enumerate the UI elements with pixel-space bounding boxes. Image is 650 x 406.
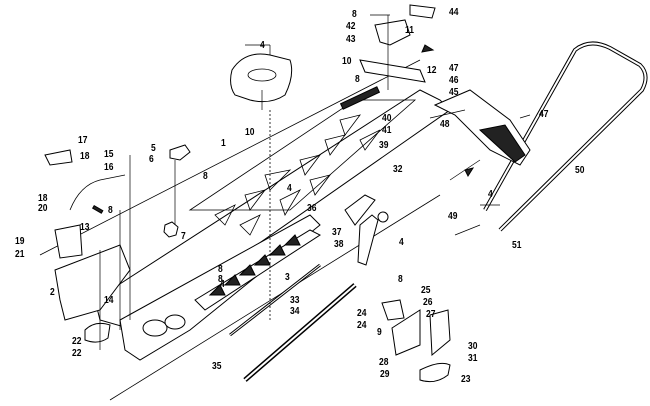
callout-label: 27 bbox=[426, 309, 436, 320]
callout-label: 17 bbox=[78, 135, 88, 146]
callout-label: 50 bbox=[575, 165, 585, 176]
callout-label: 23 bbox=[461, 374, 471, 385]
side-bracket bbox=[344, 194, 389, 266]
callout-label: 37 bbox=[332, 227, 342, 238]
callout-label: 18 bbox=[38, 193, 48, 204]
callout-label: 47 bbox=[539, 109, 549, 120]
callout-label: 32 bbox=[393, 164, 403, 175]
callout-label: 8 bbox=[203, 171, 208, 182]
callout-label: 13 bbox=[80, 222, 90, 233]
callout-label: 1 bbox=[221, 138, 226, 149]
callout-label: 4 bbox=[287, 183, 292, 194]
callout-label: 2 bbox=[50, 287, 55, 298]
callout-label: 41 bbox=[382, 125, 392, 136]
callout-label: 21 bbox=[15, 249, 25, 260]
callout-label: 4 bbox=[488, 189, 493, 200]
callout-label: 35 bbox=[212, 361, 222, 372]
callout-label: 24 bbox=[357, 320, 367, 331]
callout-label: 51 bbox=[512, 240, 522, 251]
callout-label: 16 bbox=[104, 162, 114, 173]
callout-label: 8 bbox=[108, 205, 113, 216]
callout-label: 30 bbox=[468, 341, 478, 352]
callout-label: 8 bbox=[218, 274, 223, 285]
callout-label: 10 bbox=[342, 56, 352, 67]
callout-label: 9 bbox=[377, 327, 382, 338]
tunnel-top-plate bbox=[94, 86, 451, 331]
callout-label: 4 bbox=[260, 40, 265, 51]
callout-label: 43 bbox=[346, 34, 356, 45]
callout-label: 25 bbox=[421, 285, 431, 296]
callout-label: 24 bbox=[357, 308, 367, 319]
rear-bumper bbox=[483, 41, 648, 232]
callout-label: 40 bbox=[382, 113, 392, 124]
callout-label: 34 bbox=[290, 306, 300, 317]
callout-label: 15 bbox=[104, 149, 114, 160]
callout-label: 8 bbox=[218, 264, 223, 275]
callout-label: 18 bbox=[80, 151, 90, 162]
callout-label: 8 bbox=[352, 9, 357, 20]
boundary-line bbox=[39, 59, 421, 256]
direction-arrow bbox=[421, 44, 435, 53]
callout-label: 28 bbox=[379, 357, 389, 368]
callout-label: 46 bbox=[449, 75, 459, 86]
foot-rest-assembly bbox=[44, 149, 126, 259]
rail-bars bbox=[229, 263, 357, 382]
callout-label: 44 bbox=[449, 7, 459, 18]
callout-label: 12 bbox=[427, 65, 437, 76]
callout-label: 48 bbox=[440, 119, 450, 130]
running-board bbox=[194, 229, 322, 311]
callout-label: 36 bbox=[307, 203, 317, 214]
callout-label: 38 bbox=[334, 239, 344, 250]
callout-label: 14 bbox=[104, 295, 114, 306]
callout-label: 6 bbox=[149, 154, 154, 165]
snow-flap bbox=[433, 89, 531, 166]
callout-label: 8 bbox=[355, 74, 360, 85]
callout-label: 3 bbox=[285, 272, 290, 283]
callout-label: 5 bbox=[151, 143, 156, 154]
callout-label: 31 bbox=[468, 353, 478, 364]
callout-label: 22 bbox=[72, 336, 82, 347]
callout-label: 7 bbox=[181, 231, 186, 242]
callout-label: 11 bbox=[405, 25, 414, 36]
callout-label: 10 bbox=[245, 127, 255, 138]
callout-label: 20 bbox=[38, 203, 48, 214]
direction-arrow bbox=[464, 167, 475, 178]
callout-label: 39 bbox=[379, 140, 389, 151]
lower-right-brackets bbox=[381, 299, 451, 383]
seat-pad bbox=[230, 53, 293, 103]
cable-bracket bbox=[169, 144, 191, 161]
callout-label: 42 bbox=[346, 21, 356, 32]
callout-label: 45 bbox=[449, 87, 459, 98]
leader-lines bbox=[99, 14, 531, 350]
callout-label: 33 bbox=[290, 295, 300, 306]
callout-label: 29 bbox=[380, 369, 390, 380]
footwell-cover bbox=[84, 322, 111, 343]
callout-label: 22 bbox=[72, 348, 82, 359]
callout-label: 49 bbox=[448, 211, 458, 222]
rear-bracket bbox=[359, 4, 436, 83]
boundary-line bbox=[109, 194, 441, 401]
callout-label: 8 bbox=[398, 274, 403, 285]
callout-label: 4 bbox=[399, 237, 404, 248]
callout-label: 4 bbox=[220, 279, 225, 290]
callout-label: 26 bbox=[423, 297, 433, 308]
hex-nut bbox=[163, 221, 179, 238]
callout-label: 47 bbox=[449, 63, 459, 74]
callout-label: 19 bbox=[15, 236, 25, 247]
